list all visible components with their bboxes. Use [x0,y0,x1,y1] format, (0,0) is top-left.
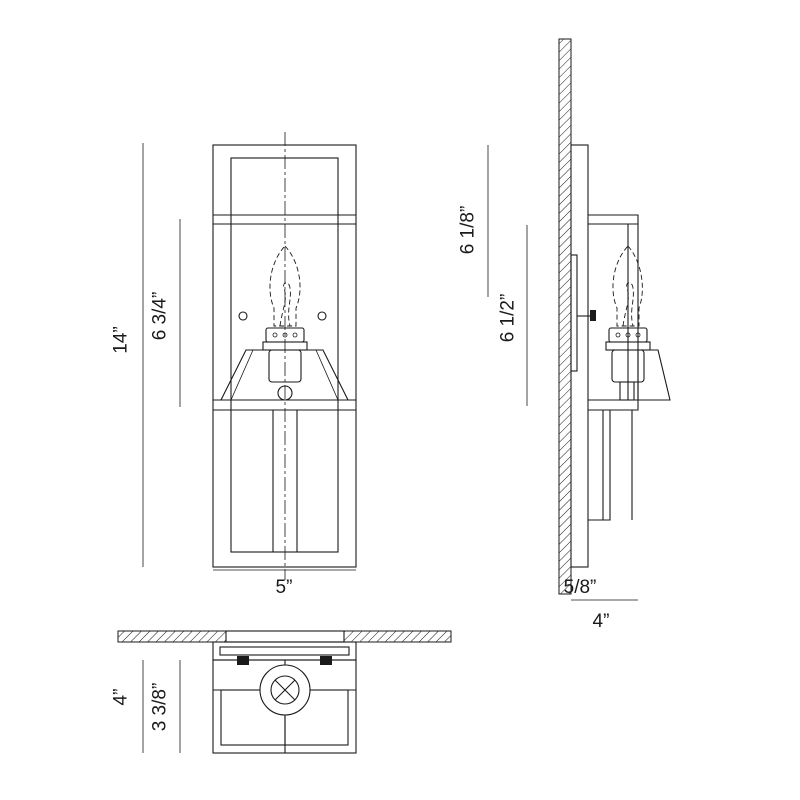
side-view [558,38,671,595]
dim-overall-height: 14” [111,326,132,353]
dim-width: 5” [276,577,293,598]
dim-depth: 4” [593,611,610,632]
dimension-labels: 14” 6 3/4” 5” 6 1/8” 6 1/2” 5/8” 4” 4” 3… [111,206,610,732]
dim-shade-height: 6 3/4” [150,292,171,341]
dim-top-inner: 3 3/8” [150,683,171,732]
dim-top-depth: 4” [111,689,132,706]
dim-side-top: 6 1/8” [458,206,479,255]
top-view [117,630,452,754]
front-view [212,132,357,580]
dim-side-shade: 6 1/2” [498,294,519,343]
dim-plate-depth: 5/8” [564,577,597,598]
dimension-lines [142,143,638,753]
